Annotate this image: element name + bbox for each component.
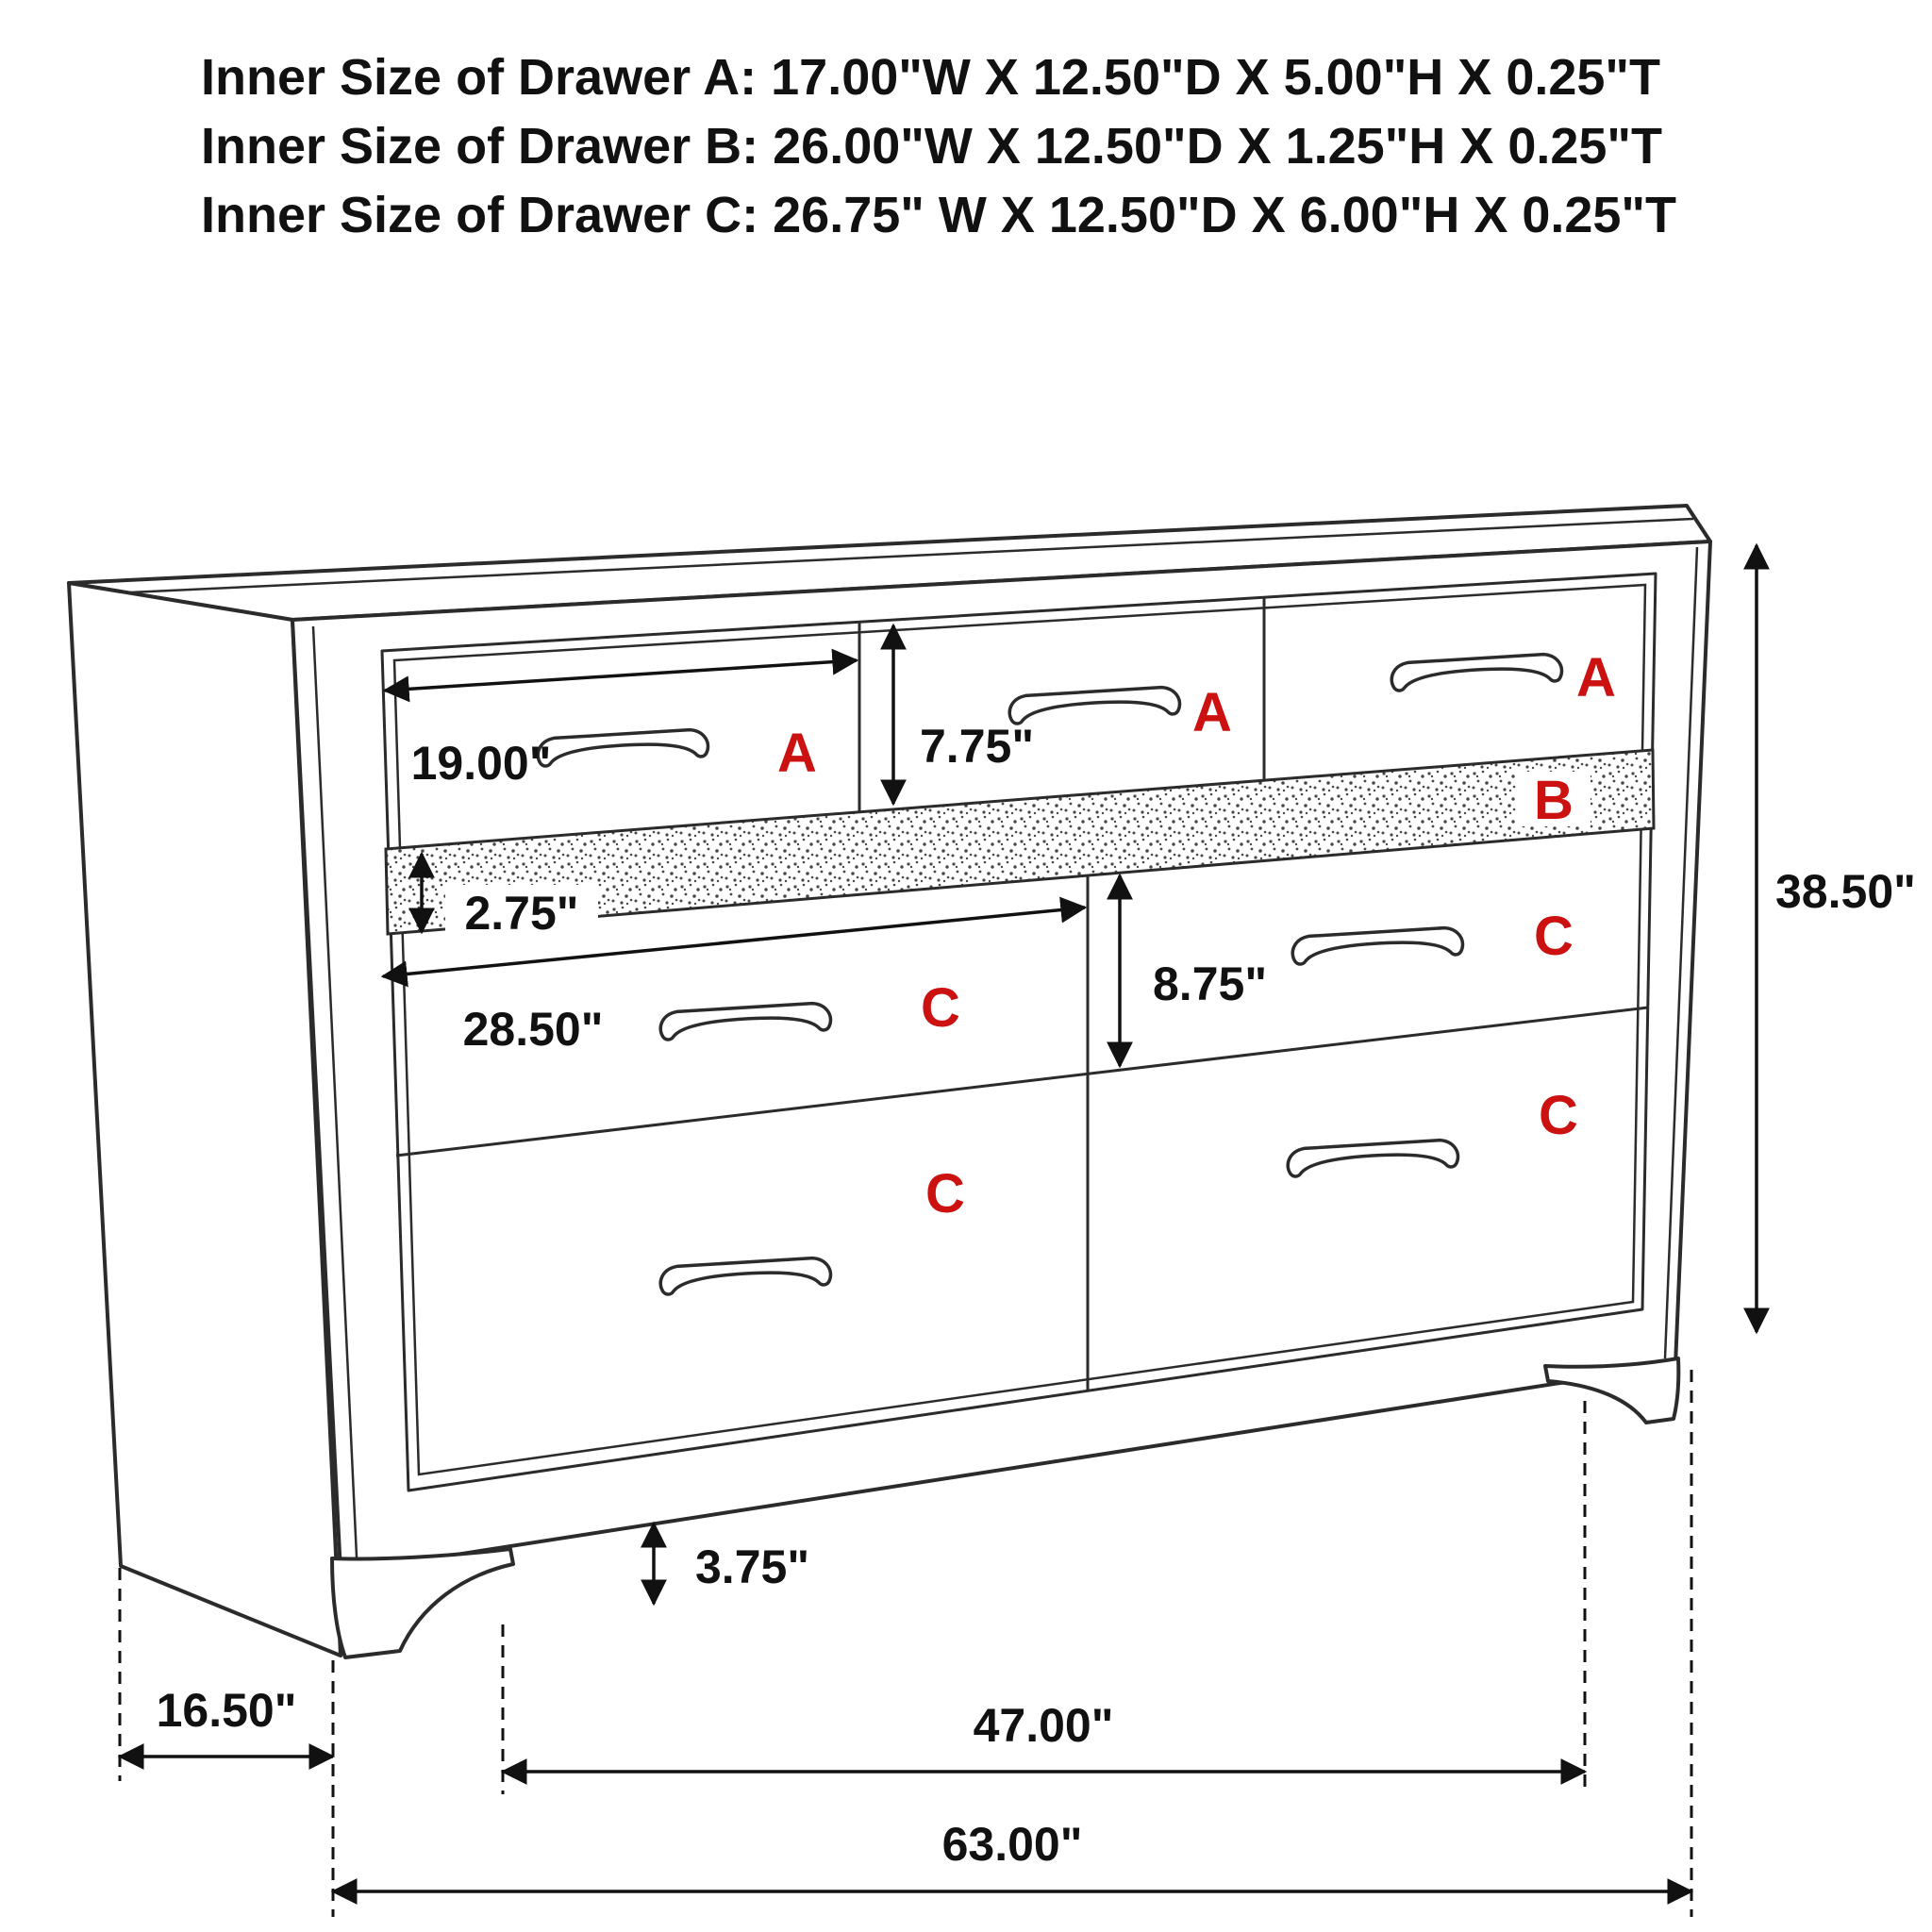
dresser-left-side-panel [67, 581, 342, 1657]
dresser-top-bevel-line [89, 517, 1694, 596]
drawer-c-right-top-label: C [1534, 906, 1574, 967]
drawer-a3-label: A [1576, 647, 1616, 708]
dim-label-28-50: 28.50" [463, 1003, 604, 1056]
dimension-labels: 19.00" 7.75" 2.75" 28.50" 8.75" 38.50" 3… [157, 720, 1916, 1871]
front-right-stile-line [1663, 546, 1699, 1359]
drawer-c-left-bottom-label: C [925, 1163, 965, 1224]
drawer-c-right-bottom-label: C [1539, 1085, 1578, 1146]
dresser-outline [67, 504, 1712, 1659]
dimension-arrows [117, 542, 1770, 1917]
header-line-1: Inner Size of Drawer A: 17.00"W X 12.50"… [201, 49, 1660, 106]
drawer-a1-label: A [777, 723, 817, 784]
c-row-divider-line [395, 1006, 1649, 1158]
dim-label-7-75: 7.75" [920, 720, 1034, 773]
dim-label-19-00: 19.00" [411, 737, 552, 790]
drawer-letter-labels: A A A B C C C C [777, 647, 1616, 1224]
dim-label-63-00: 63.00" [942, 1818, 1083, 1871]
dim-arrow-28-50 [380, 896, 1088, 988]
drawer-frame-inner [392, 583, 1647, 1476]
dim-label-16-50: 16.50" [157, 1684, 297, 1737]
header-line-3: Inner Size of Drawer C: 26.75" W X 12.50… [201, 187, 1676, 243]
drawer-b-label-bg [1517, 772, 1591, 826]
header-line-2: Inner Size of Drawer B: 26.00"W X 12.50"… [201, 118, 1662, 175]
drawer-c-left-top-label: C [921, 977, 960, 1039]
dresser-front-face [291, 540, 1712, 1574]
drawer-frame-outer [380, 572, 1657, 1492]
left-foot [330, 1547, 515, 1659]
dim-label-8-75: 8.75" [1153, 958, 1267, 1010]
dim-label-38-50: 38.50" [1775, 865, 1916, 918]
right-foot [1543, 1357, 1681, 1424]
dim-label-47-00: 47.00" [974, 1699, 1114, 1752]
header: Inner Size of Drawer A: 17.00"W X 12.50"… [201, 49, 1676, 243]
drawer-b-label: B [1534, 770, 1574, 831]
drawer-a2-label: A [1192, 682, 1232, 743]
drawer-layout [380, 572, 1657, 1492]
dim-arrow-19-00 [382, 648, 859, 703]
dim-label-2-75-bg [445, 885, 598, 941]
dim-label-2-75: 2.75" [464, 887, 578, 940]
front-left-stile-line [311, 625, 362, 1639]
dim-label-3-75: 3.75" [695, 1541, 809, 1593]
